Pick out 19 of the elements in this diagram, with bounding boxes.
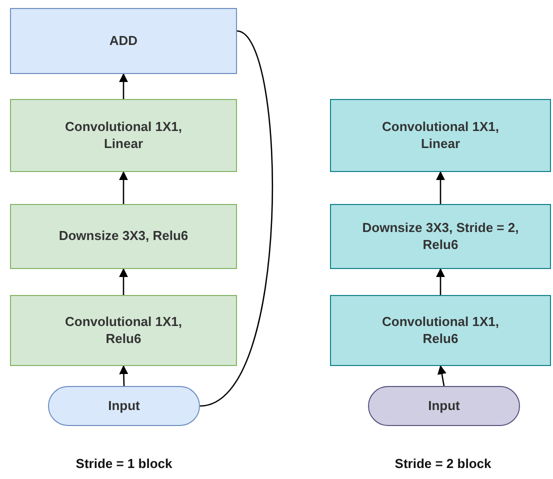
arrow xyxy=(437,365,446,386)
connector-line xyxy=(200,30,273,407)
sum-box: ADD xyxy=(10,8,237,74)
block-caption: Stride = 2 block xyxy=(394,456,492,471)
layer-box: Convolutional 1X1, Relu6 xyxy=(10,295,237,366)
input-terminal: Input xyxy=(368,386,520,426)
layer-box: Convolutional 1X1, Linear xyxy=(10,99,237,172)
arrow xyxy=(436,171,446,204)
input-terminal: Input xyxy=(48,386,200,426)
arrow xyxy=(118,171,128,204)
layer-box: Convolutional 1X1, Relu6 xyxy=(330,295,551,366)
arrow xyxy=(118,268,128,295)
block-caption: Stride = 1 block xyxy=(76,456,172,471)
arrow xyxy=(118,73,128,99)
layer-box: Convolutional 1X1, Linear xyxy=(330,99,551,172)
layer-box: Downsize 3X3, Relu6 xyxy=(10,204,237,269)
layer-box: Downsize 3X3, Stride = 2, Relu6 xyxy=(330,204,551,269)
arrow xyxy=(119,365,128,386)
arrow xyxy=(436,268,446,295)
